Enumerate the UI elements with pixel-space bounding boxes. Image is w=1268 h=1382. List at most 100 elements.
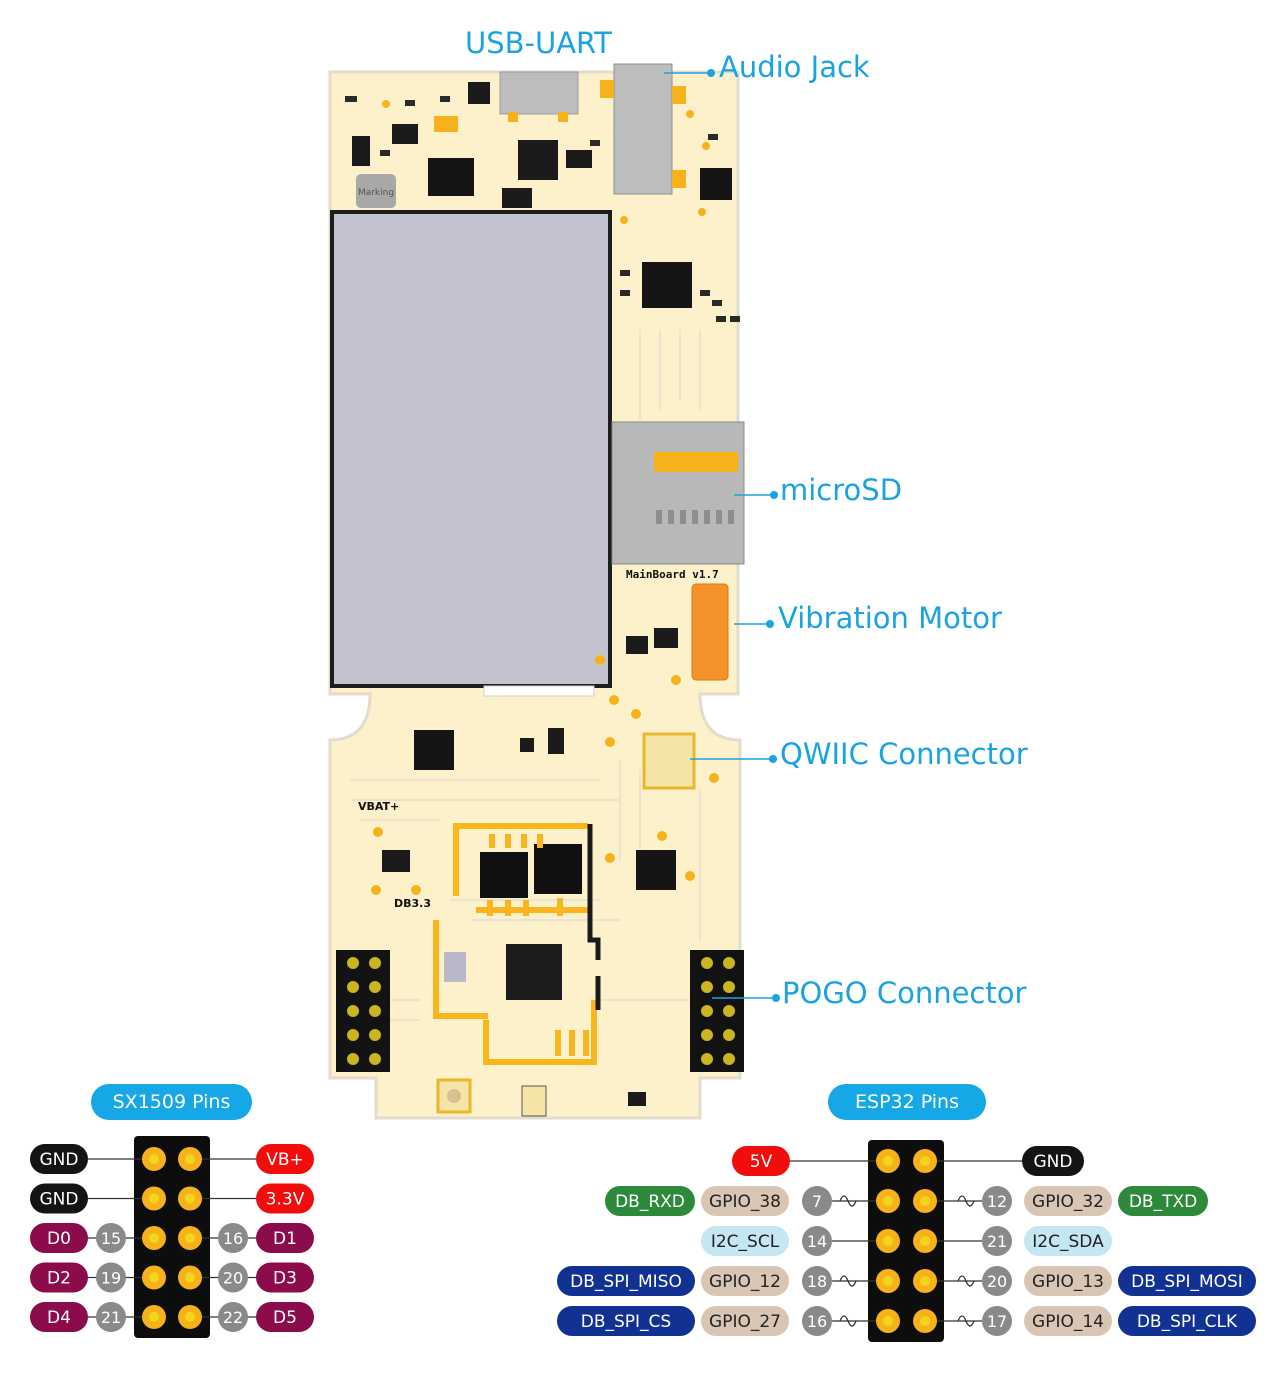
antenna — [436, 1078, 472, 1114]
callout-microsd: microSD — [780, 473, 903, 507]
esp32-left-signal-label: I2C_SCL — [711, 1232, 780, 1252]
marking-label: Marking — [358, 188, 394, 198]
pads — [371, 655, 719, 895]
svg-text:12: 12 — [987, 1192, 1007, 1211]
crystal — [444, 952, 466, 982]
esp32-right-gpio: GPIO_32 — [1024, 1186, 1112, 1216]
esp32-left-signal: DB_SPI_CS — [557, 1306, 695, 1336]
esp32-right-gpio-label: GPIO_13 — [1032, 1272, 1104, 1292]
svg-text:20: 20 — [223, 1269, 243, 1288]
chip — [480, 852, 528, 898]
sx1509-left-signal: D2 — [30, 1262, 88, 1293]
chip — [520, 738, 534, 752]
vibration-motor — [691, 583, 729, 681]
sx1509-left-signal-label: D4 — [47, 1308, 71, 1328]
callout-vibration-motor: Vibration Motor — [778, 601, 1002, 635]
pogo-pad — [723, 957, 735, 969]
sx1509-right-signal-label: VB+ — [266, 1150, 304, 1170]
pogo-pad — [347, 1053, 359, 1065]
qwiic-connector — [642, 732, 696, 790]
chip — [506, 944, 562, 1000]
esp32-left-signal-label: DB_SPI_CS — [581, 1312, 671, 1332]
chip — [534, 844, 582, 894]
squiggle — [957, 1315, 975, 1327]
squiggle — [839, 1315, 857, 1327]
chip — [468, 82, 490, 104]
callout-pogo: POGO Connector — [782, 976, 1027, 1010]
sx1509-right-signal-label: 3.3V — [266, 1190, 305, 1210]
esp32-left-gpio: GPIO_27 — [701, 1306, 789, 1336]
sx1509-left-pin: 15 — [96, 1223, 126, 1253]
microphone — [521, 1085, 547, 1117]
esp32-right-gpio-label: GPIO_32 — [1032, 1192, 1104, 1212]
esp32-left-signal: DB_SPI_MISO — [557, 1266, 695, 1296]
esp32-right-pin: 20 — [982, 1266, 1012, 1296]
pogo-pad — [701, 1005, 713, 1017]
sx1509-left-signal-label: D0 — [47, 1229, 71, 1249]
pogo-pad — [723, 1005, 735, 1017]
esp32-left-signal-label: DB_SPI_MISO — [570, 1272, 682, 1292]
pogo-pad — [347, 981, 359, 993]
esp32-right-gpio: GPIO_14 — [1024, 1306, 1112, 1336]
svg-text:7: 7 — [812, 1192, 822, 1211]
sx1509-right-signal-label: D5 — [273, 1308, 297, 1328]
chip — [502, 188, 532, 208]
esp32-left-pin: 18 — [802, 1266, 832, 1296]
esp32-right-signal-label: I2C_SDA — [1032, 1232, 1104, 1252]
esp32-right-signal: GND — [1022, 1146, 1084, 1176]
esp32-title: ESP32 Pins — [828, 1084, 986, 1120]
pogo-connector-right — [690, 950, 744, 1072]
sx1509-right-signal: D5 — [256, 1302, 314, 1332]
esp32-left-pin: 16 — [802, 1306, 832, 1336]
esp32-right-signal: DB_SPI_MOSI — [1118, 1266, 1256, 1296]
pogo-pad — [347, 1029, 359, 1041]
svg-text:21: 21 — [101, 1308, 121, 1327]
esp32-left-signal: DB_RXD — [605, 1186, 695, 1216]
sx1509-right-signal: 3.3V — [256, 1183, 314, 1214]
squiggle — [839, 1275, 857, 1287]
pogo-pad — [369, 957, 381, 969]
esp32-right-signal-label: DB_SPI_MOSI — [1131, 1272, 1243, 1292]
esp32-left-signal: 5V — [732, 1146, 790, 1176]
callout-usb-uart: USB-UART — [465, 26, 612, 60]
chip — [352, 136, 370, 166]
callout-audio-jack: Audio Jack — [719, 50, 870, 84]
esp32-left-gpio-label: GPIO_27 — [709, 1312, 781, 1332]
callout-leaders — [664, 72, 774, 999]
component-marking — [356, 174, 396, 208]
chip — [428, 158, 474, 196]
svg-text:22: 22 — [223, 1308, 243, 1327]
chip — [642, 262, 692, 308]
sx1509-left-signal-label: GND — [40, 1190, 79, 1210]
esp32-right-signal-label: GND — [1034, 1152, 1073, 1172]
sx1509-right-pin: 22 — [218, 1302, 248, 1332]
chip — [654, 628, 678, 648]
esp32-right-pin: 12 — [982, 1186, 1012, 1216]
callout-qwiic: QWIIC Connector — [780, 737, 1028, 771]
esp32-right-signal: DB_TXD — [1118, 1186, 1208, 1216]
chip — [628, 1092, 646, 1106]
svg-text:16: 16 — [807, 1312, 827, 1331]
esp32-right-pin: 21 — [982, 1226, 1012, 1256]
svg-text:15: 15 — [101, 1229, 121, 1248]
svg-text:18: 18 — [807, 1272, 827, 1291]
sx1509-left-signal: GND — [30, 1144, 88, 1174]
squiggle — [839, 1195, 857, 1207]
chip — [392, 124, 418, 144]
chip — [518, 140, 558, 180]
pogo-pad — [701, 1053, 713, 1065]
svg-text:19: 19 — [101, 1269, 121, 1288]
pogo-pad — [369, 1005, 381, 1017]
esp32-left-gpio: GPIO_38 — [701, 1186, 789, 1216]
pogo-pad — [723, 1053, 735, 1065]
pogo-pads — [347, 957, 735, 1065]
pogo-pad — [723, 1029, 735, 1041]
svg-text:14: 14 — [807, 1232, 827, 1251]
audio-jack-connector — [613, 63, 673, 195]
callout-dots — [707, 69, 780, 1002]
chip — [626, 636, 648, 654]
esp32-left-pin: 14 — [802, 1226, 832, 1256]
svg-text:20: 20 — [987, 1272, 1007, 1291]
